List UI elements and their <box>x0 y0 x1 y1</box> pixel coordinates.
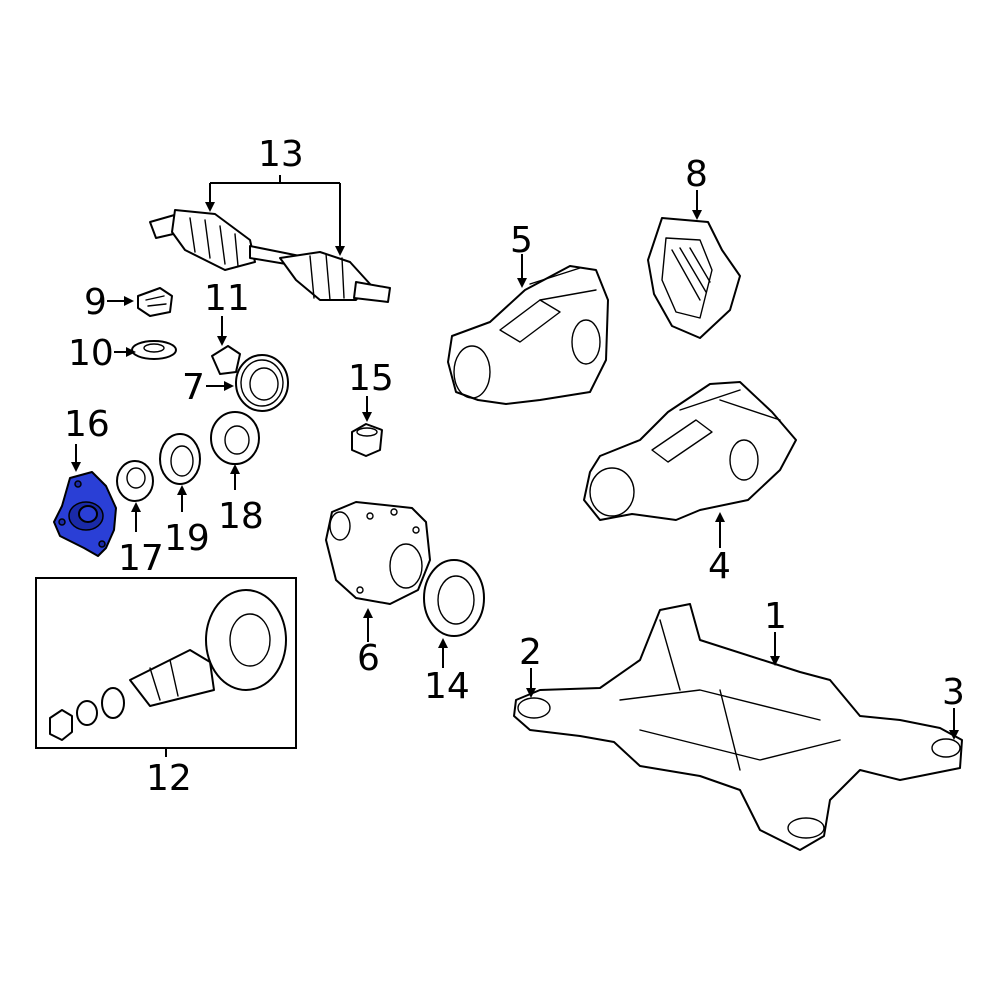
seal-ring-10[interactable] <box>131 340 177 360</box>
pinion-gear-set[interactable] <box>129 589 287 707</box>
callout-10: 10 <box>68 333 114 374</box>
callout-5: 5 <box>510 220 533 261</box>
callout-2: 2 <box>519 632 542 673</box>
bearing-18[interactable] <box>210 411 260 465</box>
clip-15[interactable] <box>351 423 383 457</box>
snap-ring-11[interactable] <box>211 345 241 375</box>
differential-assembly-4[interactable] <box>583 381 797 521</box>
callout-16: 16 <box>64 404 110 445</box>
callout-15: 15 <box>348 358 394 399</box>
differential-cover-8[interactable] <box>647 217 741 339</box>
bearing-7[interactable] <box>235 354 289 412</box>
nut[interactable] <box>49 709 73 741</box>
washer-b[interactable] <box>76 700 98 726</box>
callout-19: 19 <box>164 518 210 559</box>
callout-9: 9 <box>84 282 107 323</box>
callout-1: 1 <box>764 596 787 637</box>
callout-18: 18 <box>218 496 264 537</box>
differential-carrier-6[interactable] <box>325 501 431 605</box>
callout-13: 13 <box>258 134 304 175</box>
bearing-race-17[interactable] <box>116 460 154 502</box>
seal-14[interactable] <box>423 559 485 637</box>
differential-housing-5[interactable] <box>447 265 609 405</box>
callout-12: 12 <box>146 758 192 799</box>
callout-3: 3 <box>942 672 965 713</box>
callout-7: 7 <box>182 367 205 408</box>
callout-11: 11 <box>204 278 250 319</box>
flange-16-highlighted[interactable] <box>53 471 117 557</box>
callout-4: 4 <box>708 546 731 587</box>
callout-6: 6 <box>357 638 380 679</box>
callout-14: 14 <box>424 666 470 707</box>
subframe-1[interactable] <box>513 603 963 851</box>
callout-17: 17 <box>118 538 164 579</box>
callout-8: 8 <box>685 154 708 195</box>
axle-shaft-assembly[interactable] <box>149 209 391 303</box>
washer-a[interactable] <box>101 687 125 719</box>
seal-19[interactable] <box>159 433 201 485</box>
seal-ring-9[interactable] <box>137 287 173 317</box>
